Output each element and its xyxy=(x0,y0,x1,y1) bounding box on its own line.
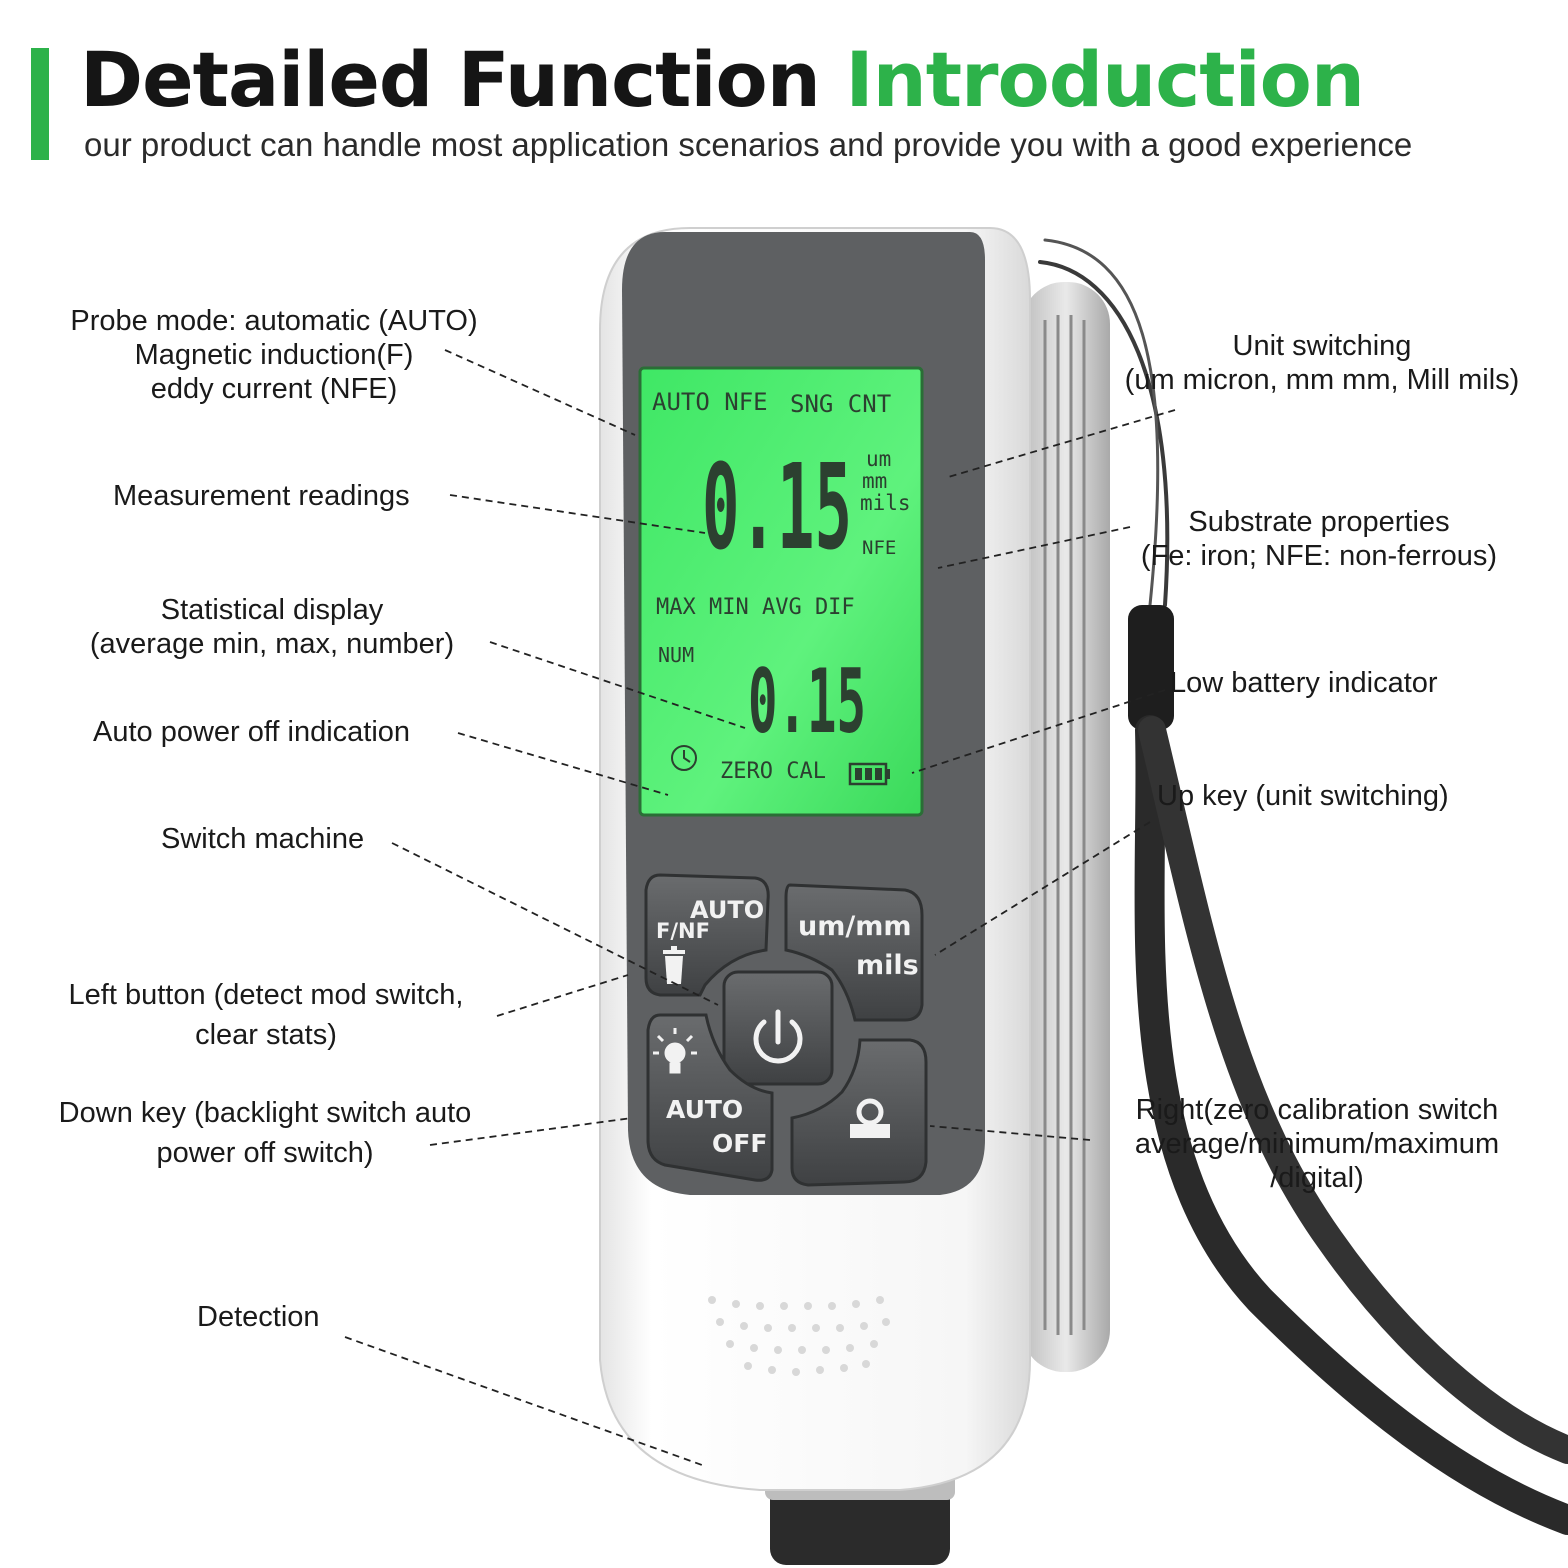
down-key[interactable]: AUTO OFF xyxy=(646,1013,774,1182)
label-statistical: Statistical display (average min, max, n… xyxy=(89,594,455,660)
power-icon xyxy=(753,1009,803,1064)
lcd-screen xyxy=(638,366,924,817)
lcd-substrate: NFE xyxy=(862,537,896,559)
left-key-label-bottom: F/NF xyxy=(656,919,710,943)
clock-icon xyxy=(671,745,697,771)
left-key[interactable]: AUTO F/NF xyxy=(644,873,770,997)
side-ridges xyxy=(1043,315,1086,1335)
down-key-label-bottom: OFF xyxy=(712,1129,767,1158)
leader-lines xyxy=(344,349,1176,1466)
down-key-label-top: AUTO xyxy=(666,1095,743,1124)
leader-measurement xyxy=(449,494,706,534)
page-title: Detailed Function Introduction xyxy=(80,35,1365,124)
battery-icon xyxy=(848,762,890,786)
leader-statistical xyxy=(489,641,746,729)
leader-detection xyxy=(344,1336,703,1466)
lcd-mode: AUTO NFE xyxy=(652,388,768,416)
label-left-button: Left button (detect mod switch, clear st… xyxy=(68,979,464,1051)
bulb-icon xyxy=(653,1028,697,1074)
left-key-label-top: AUTO xyxy=(690,896,764,924)
title-dark: Detailed Function xyxy=(80,35,821,124)
label-unit-switching: Unit switching (um micron, mm mm, Mill m… xyxy=(1124,330,1520,396)
lcd-main-reading: 0.15 xyxy=(702,438,852,576)
speaker-grille xyxy=(708,1296,890,1376)
label-detection: Detection xyxy=(197,1301,320,1333)
lcd-num-label: NUM xyxy=(658,643,694,667)
accent-bar xyxy=(31,48,49,160)
page-subtitle: our product can handle most application … xyxy=(84,126,1413,163)
label-measurement: Measurement readings xyxy=(113,480,410,512)
lcd-stat-reading: 0.15 xyxy=(748,650,866,753)
power-key[interactable] xyxy=(722,970,834,1086)
zero-cal-icon xyxy=(850,1098,890,1138)
label-down-key: Down key (backlight switch auto power of… xyxy=(58,1097,472,1169)
leader-substrate xyxy=(937,526,1131,569)
lcd-unit-um: um xyxy=(866,447,891,471)
label-probe-mode: Probe mode: automatic (AUTO) Magnetic in… xyxy=(70,305,478,405)
leader-up-key xyxy=(934,821,1151,956)
up-key-label-top: um/mm xyxy=(798,911,911,942)
label-low-battery: Low battery indicator xyxy=(1170,667,1438,699)
leader-down-key xyxy=(429,1117,633,1146)
label-up-key: Up key (unit switching) xyxy=(1157,780,1449,812)
label-auto-power: Auto power off indication xyxy=(93,716,411,748)
lcd-unit-mm: mm xyxy=(862,469,887,493)
leader-auto-power xyxy=(457,732,669,796)
lcd-count: SNG CNT xyxy=(790,390,891,418)
lcd-stats-row: MAX MIN AVG DIF xyxy=(656,595,855,620)
label-switch-machine: Switch machine xyxy=(161,823,365,855)
leader-switch-machine xyxy=(391,842,719,1006)
up-key[interactable]: um/mm mils xyxy=(784,883,924,1022)
leader-unit-switching xyxy=(944,409,1176,479)
lcd-status: ZERO CAL xyxy=(720,759,826,784)
leader-left-button xyxy=(496,974,629,1017)
side-grip xyxy=(1022,282,1110,1372)
lanyard-clip xyxy=(1128,605,1174,730)
leader-low-battery xyxy=(911,689,1166,774)
right-key[interactable] xyxy=(790,1038,928,1187)
leader-probe-mode xyxy=(444,349,636,436)
up-key-label-bottom: mils xyxy=(856,950,919,981)
trash-icon xyxy=(663,946,685,984)
label-right-key: Right(zero calibration switch average/mi… xyxy=(1134,1094,1500,1194)
lanyard xyxy=(1038,238,1568,1535)
lcd-unit-mils: mils xyxy=(860,491,911,515)
leader-right-key xyxy=(929,1125,1091,1141)
title-green: Introduction xyxy=(845,35,1365,124)
label-substrate: Substrate properties (Fe: iron; NFE: non… xyxy=(1140,506,1498,572)
